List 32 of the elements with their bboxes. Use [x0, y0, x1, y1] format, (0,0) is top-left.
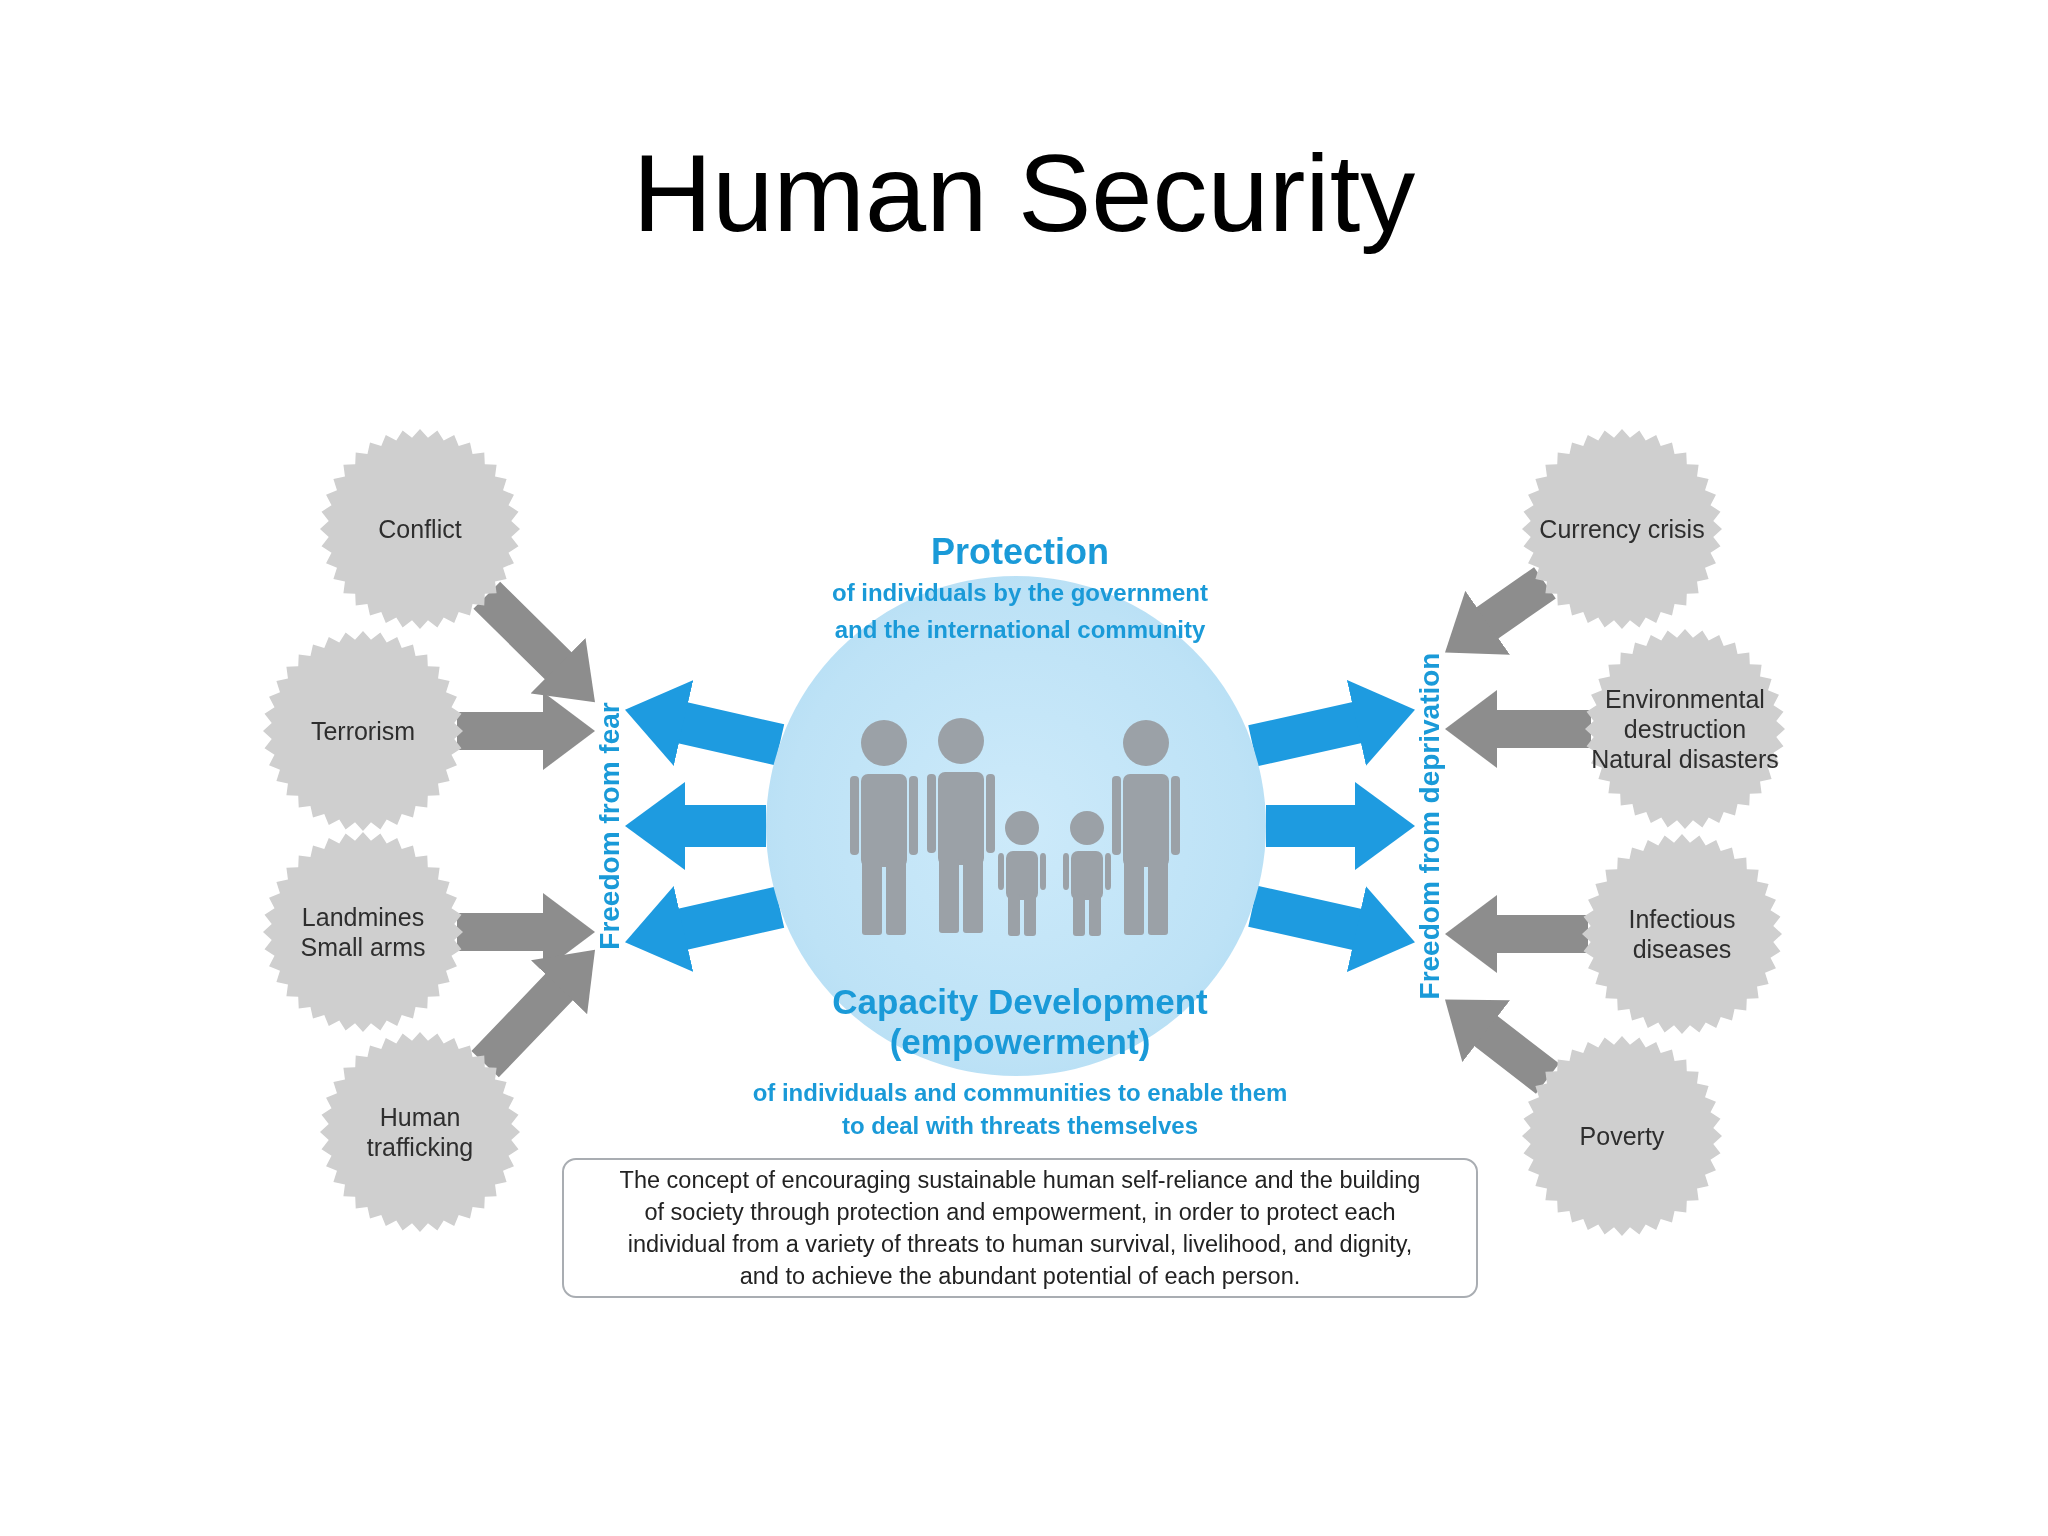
starburst [1522, 1036, 1722, 1236]
arrow [625, 782, 766, 870]
threat-label: Landmines [301, 902, 425, 932]
starburst [263, 631, 463, 831]
section-description: of individuals by the government and the international community [830, 578, 1209, 645]
threat-label: Natural disasters [1591, 744, 1779, 774]
section-heading: Protection [931, 530, 1109, 574]
starburst [1582, 834, 1782, 1034]
vertical-label: Freedom from fear [595, 702, 625, 950]
title: Human Security [632, 130, 1416, 256]
arrow [1445, 895, 1588, 973]
threat-label: Environmental destruction [1604, 684, 1766, 744]
arrow [1266, 782, 1415, 870]
threat-label: Terrorism [310, 716, 416, 746]
arrow [1445, 690, 1591, 768]
vertical-label: Freedom from deprivation [1415, 652, 1445, 1000]
definition-text: The concept of encouraging sustainable human self-reliance and the building of society through protection and empowerment, in order to protect each individual from a variety of threats to human survival, livelihood, and dignity, and to achieve the abundant potential of each person. [618, 1166, 1422, 1291]
arrow [457, 692, 595, 770]
section-heading: Capacity Development (empowerment) [831, 982, 1209, 1062]
starburst [1585, 629, 1785, 829]
starburst [263, 832, 463, 1032]
starburst [320, 429, 520, 629]
definition-panel [562, 1158, 1478, 1298]
threat-label: Human trafficking [365, 1102, 475, 1162]
threat-label: Infectious diseases [1627, 904, 1737, 964]
section-description: of individuals and communities to enable them to deal with threats themselves [751, 1078, 1289, 1141]
starburst [320, 1032, 520, 1232]
threat-label: Conflict [378, 514, 462, 544]
threat-label: Currency crisis [1539, 514, 1705, 544]
threat-label: Small arms [300, 932, 426, 962]
starburst [1522, 429, 1722, 629]
threat-label: Poverty [1579, 1121, 1665, 1151]
